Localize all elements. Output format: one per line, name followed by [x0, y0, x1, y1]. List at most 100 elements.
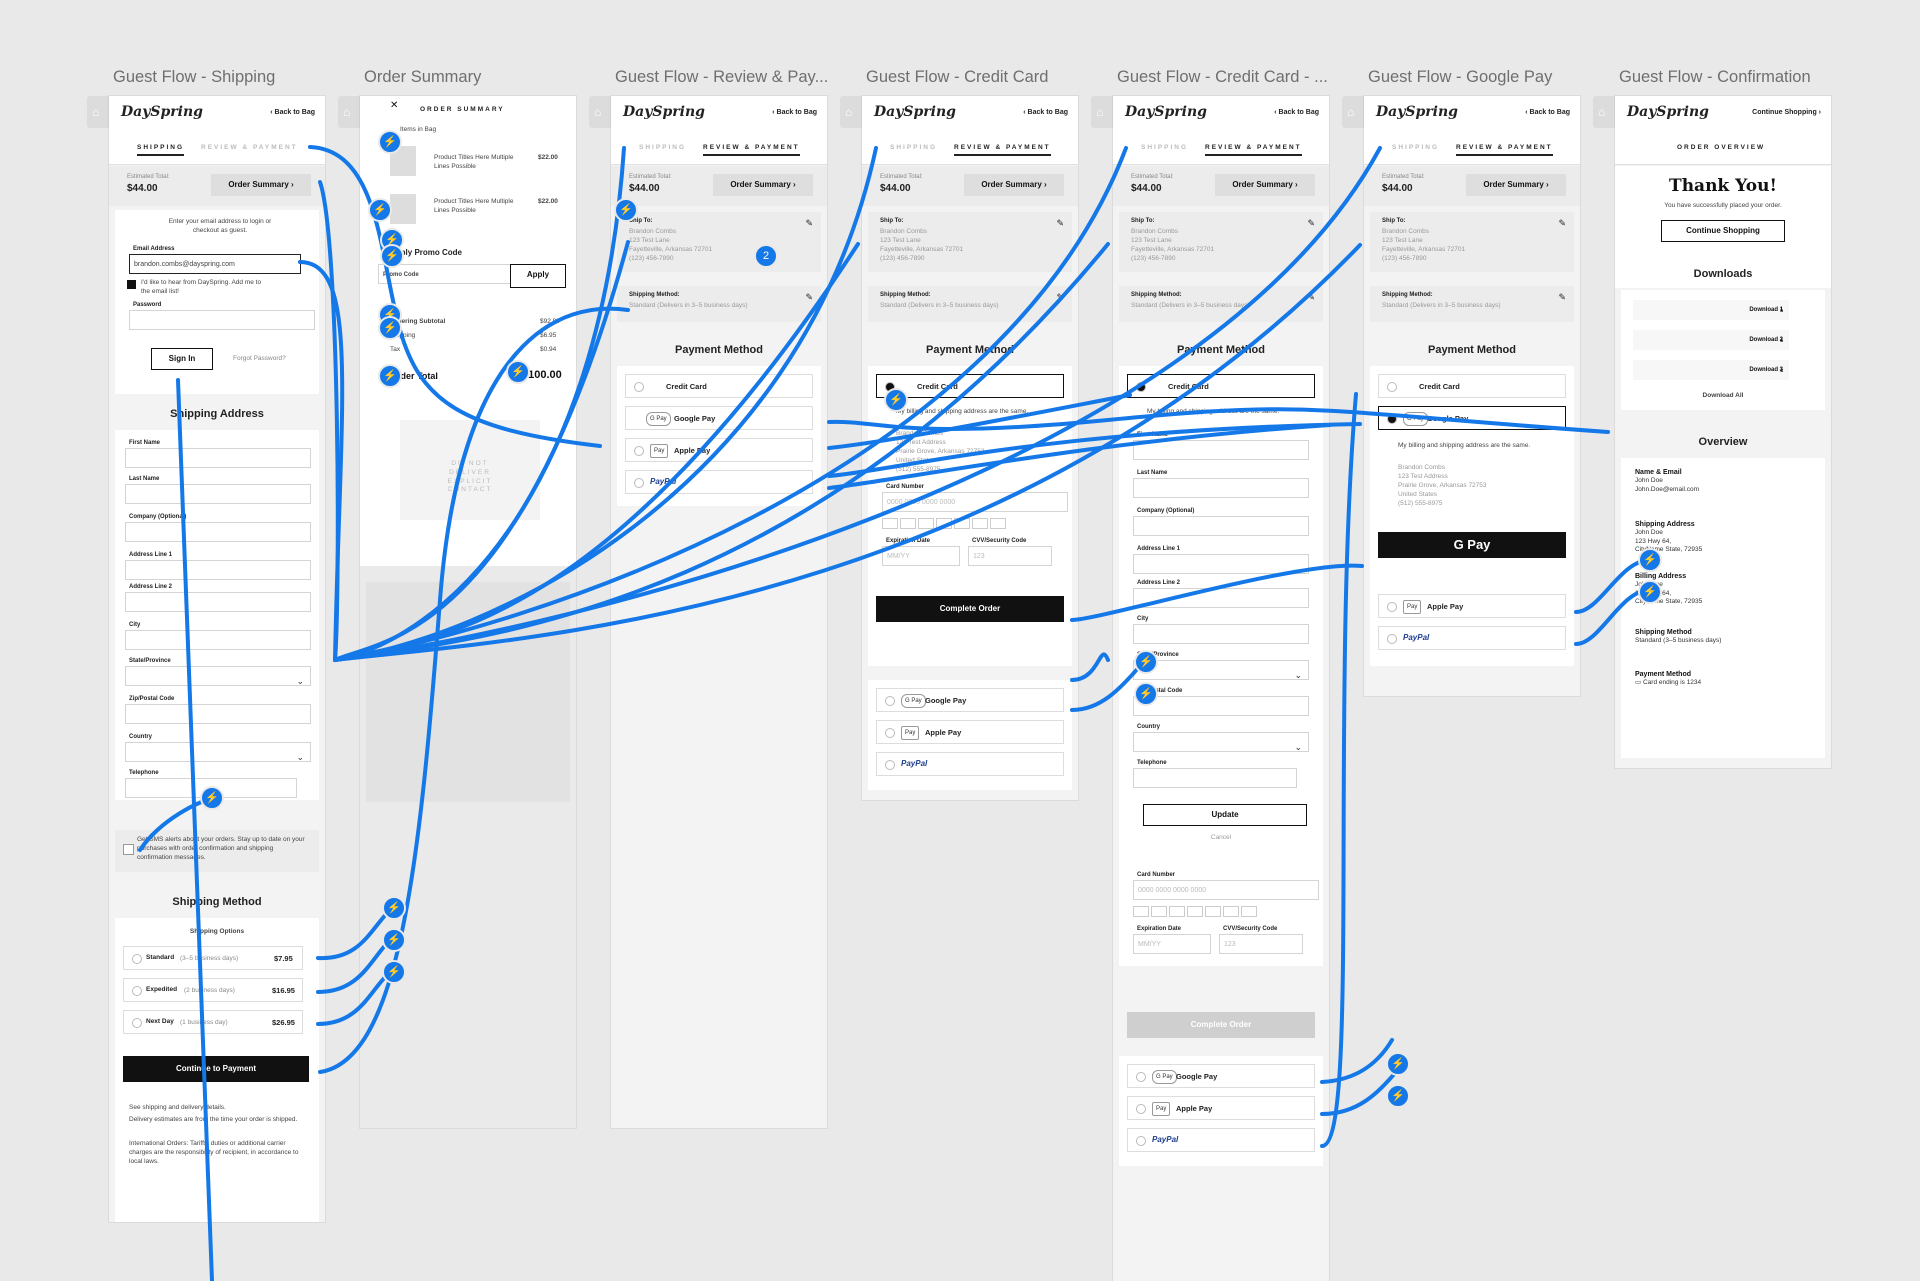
- radio[interactable]: [132, 954, 142, 964]
- city-field[interactable]: [1133, 624, 1309, 644]
- edit-icon[interactable]: ✎: [1558, 292, 1566, 302]
- tab-review[interactable]: REVIEW & PAYMENT: [1456, 144, 1553, 156]
- country-select[interactable]: ⌄: [125, 742, 311, 762]
- address2-field[interactable]: [1133, 588, 1309, 608]
- lightning-icon[interactable]: ⚡: [378, 364, 402, 388]
- address1-field[interactable]: [1133, 554, 1309, 574]
- shipping-details-link[interactable]: See shipping and delivery details.: [129, 1104, 226, 1111]
- tab-review[interactable]: REVIEW & PAYMENT: [1205, 144, 1302, 156]
- download-item[interactable]: Download 3⤓: [1633, 360, 1789, 380]
- shipping-option-expedited[interactable]: Expedited (2 business days) $16.95: [123, 978, 303, 1002]
- update-button[interactable]: Update: [1143, 804, 1307, 826]
- continue-shopping-link[interactable]: Continue Shopping ›: [1752, 109, 1821, 116]
- lightning-icon[interactable]: ⚡: [1134, 650, 1158, 674]
- radio[interactable]: [885, 696, 895, 706]
- forgot-password-link[interactable]: Forgot Password?: [233, 355, 286, 362]
- radio[interactable]: [1387, 602, 1397, 612]
- edit-icon[interactable]: ✎: [805, 292, 813, 302]
- payment-paypal[interactable]: PayPal: [876, 752, 1064, 776]
- lightning-icon[interactable]: ⚡: [1134, 682, 1158, 706]
- expiration-field[interactable]: MM/YY: [882, 546, 960, 566]
- order-summary-button[interactable]: Order Summary ›: [1215, 174, 1315, 196]
- shipping-option-standard[interactable]: Standard (3–5 business days) $7.95: [123, 946, 303, 970]
- continue-to-payment-button[interactable]: Continue to Payment: [123, 1056, 309, 1082]
- edit-icon[interactable]: ✎: [805, 218, 813, 228]
- company-field[interactable]: [1133, 516, 1309, 536]
- cvv-field[interactable]: 123: [968, 546, 1052, 566]
- home-icon[interactable]: ⌂: [840, 96, 862, 128]
- google-pay-button[interactable]: G Pay: [1378, 532, 1566, 558]
- edit-icon[interactable]: ✎: [1056, 218, 1064, 228]
- address1-field[interactable]: [125, 560, 311, 580]
- cvv-field[interactable]: 123: [1219, 934, 1303, 954]
- first-name-field[interactable]: [125, 448, 311, 468]
- tab-shipping[interactable]: SHIPPING: [639, 144, 687, 151]
- logo[interactable]: DaySpring: [1376, 104, 1458, 120]
- product-title[interactable]: Product Titles Here Multiple Lines Possi…: [434, 154, 514, 170]
- last-name-field[interactable]: [125, 484, 311, 504]
- order-summary-button[interactable]: Order Summary ›: [713, 174, 813, 196]
- card-number-field[interactable]: 0000 0000 0000 0000: [1133, 880, 1319, 900]
- payment-paypal[interactable]: PayPal: [1127, 1128, 1315, 1152]
- download-item[interactable]: Download 1⤓: [1633, 300, 1789, 320]
- download-item[interactable]: Download 2⤓: [1633, 330, 1789, 350]
- payment-paypal[interactable]: PayPal: [625, 470, 813, 494]
- radio[interactable]: [1136, 382, 1146, 392]
- back-to-bag-link[interactable]: ‹ Back to Bag: [772, 109, 817, 116]
- home-icon[interactable]: ⌂: [1342, 96, 1364, 128]
- cancel-link[interactable]: Cancel: [1210, 834, 1232, 841]
- logo[interactable]: DaySpring: [874, 104, 956, 120]
- complete-order-button-disabled[interactable]: Complete Order: [1127, 1012, 1315, 1038]
- radio[interactable]: [634, 382, 644, 392]
- back-to-bag-link[interactable]: ‹ Back to Bag: [1023, 109, 1068, 116]
- tab-shipping[interactable]: SHIPPING: [890, 144, 938, 151]
- payment-credit-card[interactable]: Credit Card: [1378, 374, 1566, 398]
- radio[interactable]: [885, 760, 895, 770]
- city-field[interactable]: [125, 630, 311, 650]
- lightning-icon[interactable]: ⚡: [1386, 1052, 1410, 1076]
- logo[interactable]: DaySpring: [1627, 104, 1709, 120]
- tab-shipping[interactable]: SHIPPING: [137, 144, 185, 156]
- shipping-option-nextday[interactable]: Next Day (1 business day) $26.95: [123, 1010, 303, 1034]
- radio[interactable]: [1387, 634, 1397, 644]
- home-icon[interactable]: ⌂: [1593, 96, 1615, 128]
- lightning-icon[interactable]: ⚡: [382, 960, 406, 984]
- complete-order-button[interactable]: Complete Order: [876, 596, 1064, 622]
- last-name-field[interactable]: [1133, 478, 1309, 498]
- home-icon[interactable]: ⌂: [87, 96, 109, 128]
- telephone-field[interactable]: [1133, 768, 1297, 788]
- company-field[interactable]: [125, 522, 311, 542]
- tab-review[interactable]: REVIEW & PAYMENT: [954, 144, 1051, 156]
- sign-in-button[interactable]: Sign In: [151, 348, 213, 370]
- edit-icon[interactable]: ✎: [1056, 292, 1064, 302]
- sms-checkbox[interactable]: [123, 844, 134, 855]
- radio[interactable]: [1136, 1136, 1146, 1146]
- hotspot-count-badge[interactable]: 2: [754, 244, 778, 268]
- email-field[interactable]: brandon.combs@dayspring.com: [129, 254, 301, 274]
- order-summary-button[interactable]: Order Summary ›: [1466, 174, 1566, 196]
- edit-icon[interactable]: ✎: [1558, 218, 1566, 228]
- home-icon[interactable]: ⌂: [589, 96, 611, 128]
- lightning-icon[interactable]: ⚡: [1638, 580, 1662, 604]
- download-all-link[interactable]: Download All: [1702, 392, 1744, 399]
- tab-review[interactable]: REVIEW & PAYMENT: [201, 144, 298, 151]
- order-summary-button[interactable]: Order Summary ›: [211, 174, 311, 196]
- lightning-icon[interactable]: ⚡: [614, 198, 638, 222]
- apply-button[interactable]: Apply: [510, 264, 566, 288]
- payment-credit-card[interactable]: Credit Card: [625, 374, 813, 398]
- expiration-field[interactable]: MM/YY: [1133, 934, 1211, 954]
- lightning-icon[interactable]: ⚡: [1638, 548, 1662, 572]
- radio[interactable]: [132, 1018, 142, 1028]
- back-to-bag-link[interactable]: ‹ Back to Bag: [1274, 109, 1319, 116]
- address2-field[interactable]: [125, 592, 311, 612]
- payment-paypal[interactable]: PayPal: [1378, 626, 1566, 650]
- lightning-icon[interactable]: ⚡: [378, 130, 402, 154]
- state-select[interactable]: ⌄: [125, 666, 311, 686]
- radio[interactable]: [1387, 382, 1397, 392]
